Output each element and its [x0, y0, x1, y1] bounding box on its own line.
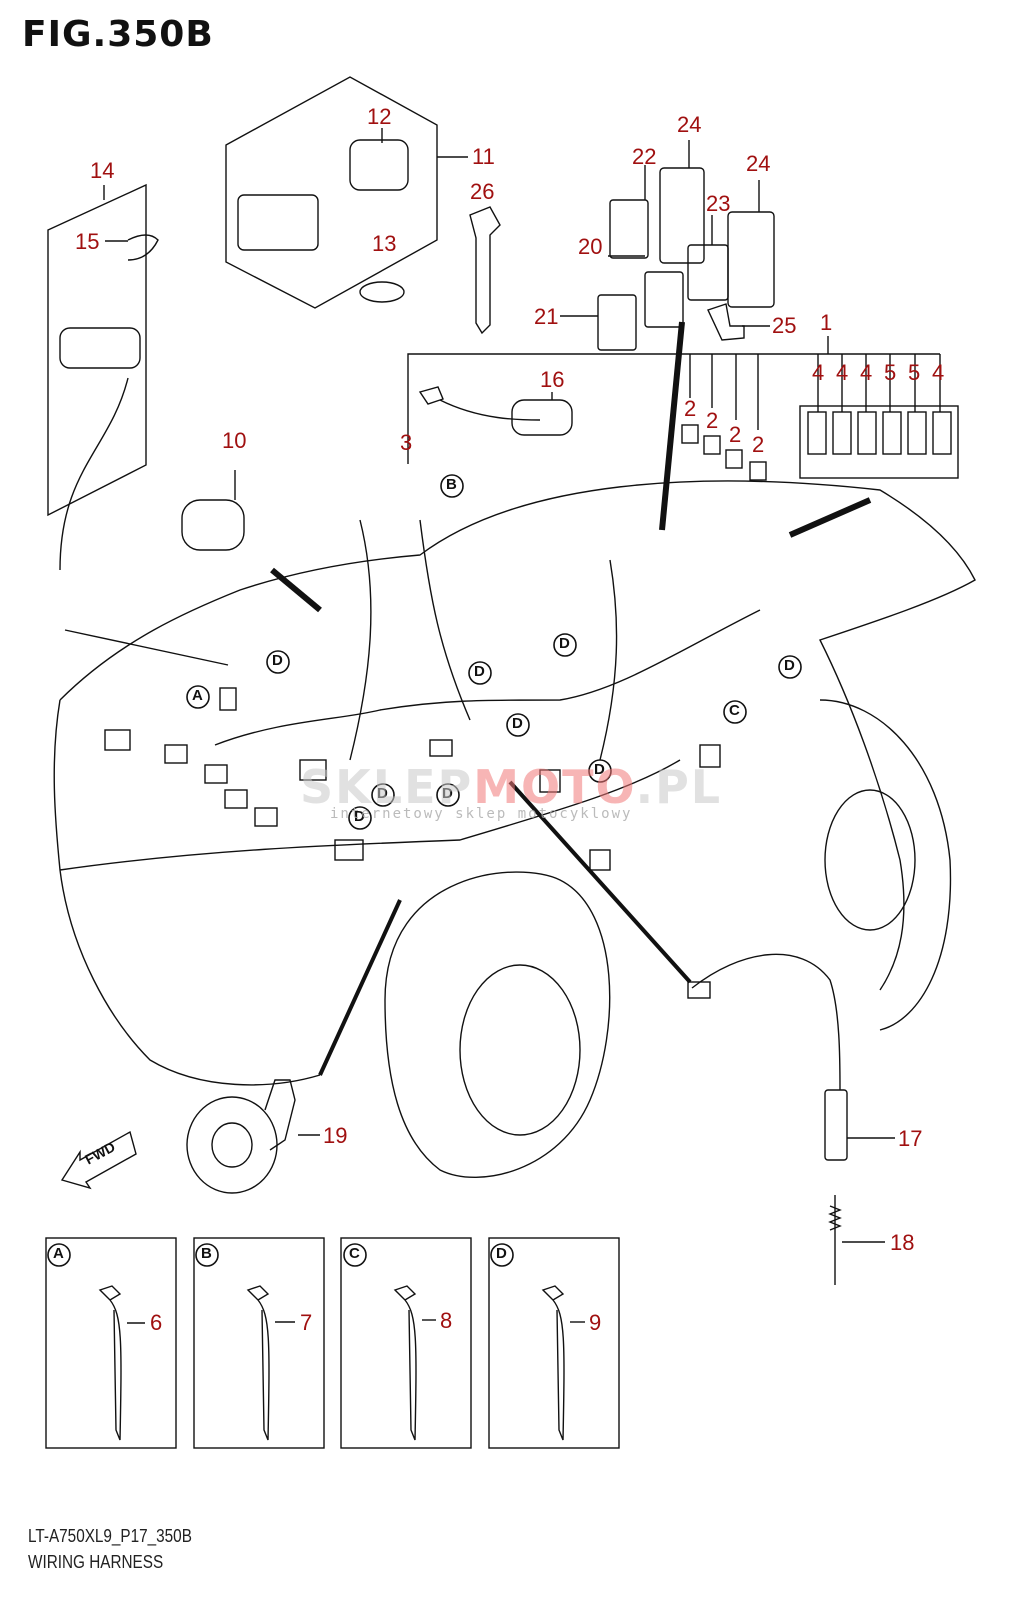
detail-box-c — [340, 1237, 472, 1449]
callout-9[interactable]: 9 — [589, 1310, 602, 1335]
marker-d: D — [442, 785, 453, 802]
callout-10[interactable]: 10 — [222, 428, 247, 453]
callout-3[interactable]: 3 — [400, 430, 413, 455]
lanyard-15 — [127, 234, 159, 261]
callout-25[interactable]: 25 — [772, 313, 797, 338]
horn-19 — [186, 1096, 278, 1194]
panel-14 — [47, 183, 147, 517]
marker-c: C — [729, 702, 740, 719]
marker-a: A — [192, 687, 203, 704]
detail-marker-d: D — [496, 1245, 507, 1262]
fwd-arrow-icon — [60, 1130, 137, 1190]
rear-wheel — [819, 699, 952, 1031]
callout-4[interactable]: 4 — [860, 360, 873, 385]
marker-d: D — [784, 657, 795, 674]
detail-marker-b: B — [201, 1245, 212, 1262]
relay-21 — [597, 294, 637, 351]
callout-24[interactable]: 24 — [746, 151, 771, 176]
socket-10 — [181, 499, 245, 551]
relay-23 — [687, 244, 729, 301]
callout-18[interactable]: 18 — [890, 1230, 915, 1255]
watermark: SKLEPMOTO.PL — [300, 760, 723, 814]
figure-title: FIG.350B — [22, 14, 214, 55]
callout-4[interactable]: 4 — [812, 360, 825, 385]
marker-d: D — [474, 663, 485, 680]
callout-16[interactable]: 16 — [540, 367, 565, 392]
cable-ties — [98, 1285, 565, 1441]
fuse-box — [799, 405, 959, 479]
callout-24[interactable]: 24 — [677, 112, 702, 137]
marker-d: D — [512, 715, 523, 732]
callout-12[interactable]: 12 — [367, 104, 392, 129]
callout-1[interactable]: 1 — [820, 310, 833, 335]
front-wheel — [384, 871, 611, 1178]
spring-18 — [828, 1195, 842, 1285]
marker-d: D — [377, 785, 388, 802]
callout-19[interactable]: 19 — [323, 1123, 348, 1148]
detail-box-b — [193, 1237, 325, 1449]
figure-name: WIRING HARNESS — [28, 1552, 164, 1572]
callout-23[interactable]: 23 — [706, 191, 731, 216]
harness — [214, 519, 761, 761]
ignition-cap — [349, 139, 409, 191]
callout-5[interactable]: 5 — [884, 360, 897, 385]
detail-box-d — [488, 1237, 620, 1449]
o2-sensor-17 — [691, 953, 841, 1091]
vehicle-body — [53, 480, 976, 1086]
callout-7[interactable]: 7 — [300, 1310, 313, 1335]
ignition-switch — [237, 194, 319, 251]
relay-22 — [609, 199, 649, 259]
callout-2[interactable]: 2 — [706, 408, 719, 433]
key-26 — [469, 206, 501, 335]
callout-17[interactable]: 17 — [898, 1126, 923, 1151]
marker-d: D — [272, 652, 283, 669]
callout-22[interactable]: 22 — [632, 144, 657, 169]
detail-box-a — [45, 1237, 177, 1449]
marker-d: D — [354, 808, 365, 825]
callout-2[interactable]: 2 — [684, 396, 697, 421]
callout-26[interactable]: 26 — [470, 179, 495, 204]
callout-15[interactable]: 15 — [75, 229, 100, 254]
callout-21[interactable]: 21 — [534, 304, 559, 329]
watermark-tagline: internetowy sklep motocyklowy — [330, 806, 633, 822]
bracket-25 — [707, 303, 745, 341]
kill-switch — [59, 327, 141, 369]
callout-4[interactable]: 4 — [836, 360, 849, 385]
callout-2[interactable]: 2 — [729, 422, 742, 447]
callout-5[interactable]: 5 — [908, 360, 921, 385]
relay-24b — [727, 211, 775, 308]
ring-13 — [359, 281, 405, 303]
sensor-16 — [418, 386, 541, 421]
panel-11 — [225, 76, 438, 309]
relay-20 — [644, 271, 684, 328]
callout-14[interactable]: 14 — [90, 158, 115, 183]
detail-marker-a: A — [53, 1245, 64, 1262]
callout-11[interactable]: 11 — [472, 144, 495, 169]
detail-marker-c: C — [349, 1245, 360, 1262]
callout-13[interactable]: 13 — [372, 231, 397, 256]
callout-4[interactable]: 4 — [932, 360, 945, 385]
relay-24a — [659, 167, 705, 264]
figure-code: LT-A750XL9_P17_350B — [28, 1526, 192, 1546]
callout-8[interactable]: 8 — [440, 1308, 453, 1333]
marker-d: D — [594, 761, 605, 778]
marker-d: D — [559, 635, 570, 652]
callout-6[interactable]: 6 — [150, 1310, 163, 1335]
callout-2[interactable]: 2 — [752, 432, 765, 457]
callout-20[interactable]: 20 — [578, 234, 603, 259]
marker-b: B — [446, 476, 457, 493]
